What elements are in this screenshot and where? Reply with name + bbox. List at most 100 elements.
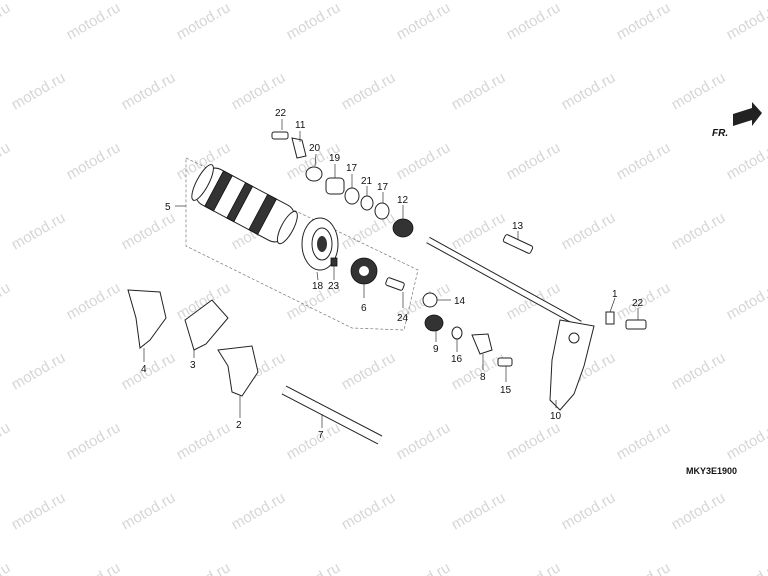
watermark-text: motod.ru (504, 419, 564, 463)
callout-label: 6 (361, 303, 367, 314)
watermark-text: motod.ru (64, 419, 124, 463)
washer-16 (451, 326, 463, 340)
callout-label: 3 (190, 360, 196, 371)
callout-label: 15 (500, 385, 512, 396)
shift-fork-3 (184, 299, 229, 351)
watermark-text: motod.ru (394, 419, 454, 463)
watermark-text: motod.ru (119, 209, 179, 253)
watermark-text: motod.ru (9, 209, 69, 253)
callout-label: 7 (318, 430, 324, 441)
callout-label: 18 (312, 281, 324, 292)
spring-9 (424, 314, 444, 332)
watermark-text: motod.ru (614, 559, 674, 576)
watermark-text: motod.ru (559, 489, 619, 533)
shift-fork-4 (127, 289, 167, 349)
star-plate (350, 257, 378, 285)
watermark-text: motod.ru (504, 0, 564, 43)
watermark-text: motod.ru (9, 489, 69, 533)
watermark-text: motod.ru (724, 0, 768, 43)
ring-17a (344, 187, 360, 205)
watermark-text: motod.ru (724, 279, 768, 323)
watermark-text: motod.ru (504, 139, 564, 183)
watermark-text: motod.ru (174, 0, 234, 43)
watermark-text: motod.ru (504, 559, 564, 576)
spring-12 (392, 218, 414, 238)
front-direction-label: FR. (712, 128, 728, 139)
watermark-text: motod.ru (394, 559, 454, 576)
watermark-text: motod.ru (119, 349, 179, 393)
bearing (301, 217, 339, 271)
callout-label: 13 (512, 221, 524, 232)
watermark-text: motod.ru (229, 69, 289, 113)
bolt-top (271, 131, 289, 140)
shift-fork-2 (217, 345, 259, 397)
watermark-text: motod.ru (724, 139, 768, 183)
watermark-text: motod.ru (449, 209, 509, 253)
callout-label: 1 (612, 289, 618, 300)
callout-label: 17 (346, 163, 358, 174)
watermark-text: motod.ru (614, 279, 674, 323)
shift-drum (191, 164, 298, 245)
bolt-22-right (625, 319, 647, 330)
stopper-plate (291, 137, 307, 159)
watermark-text: motod.ru (174, 419, 234, 463)
callout-label: 23 (328, 281, 340, 292)
callout-label: 16 (451, 354, 463, 365)
watermark-text: motod.ru (559, 69, 619, 113)
plate-8 (471, 333, 493, 355)
shift-shaft (426, 236, 582, 328)
clip-1 (605, 311, 615, 325)
diagram-code: MKY3E1900 (686, 466, 737, 476)
watermark-text: motod.ru (9, 349, 69, 393)
watermark-text: motod.ru (229, 489, 289, 533)
watermark-text: motod.ru (339, 209, 399, 253)
watermark-text: motod.ru (614, 419, 674, 463)
watermark-text: motod.ru (0, 139, 13, 183)
watermark-text: motod.ru (394, 139, 454, 183)
shift-arm-10 (549, 319, 595, 411)
callout-label: 24 (397, 313, 409, 324)
nut-14 (422, 292, 438, 308)
watermark-text: motod.ru (9, 69, 69, 113)
watermark-text: motod.ru (0, 559, 13, 576)
watermark-text: motod.ru (669, 349, 729, 393)
washer-20 (305, 166, 323, 182)
watermark-text: motod.ru (724, 419, 768, 463)
watermark-text: motod.ru (0, 0, 13, 43)
collar-19 (325, 177, 345, 195)
callout-label: 22 (275, 108, 287, 119)
ring-17b (374, 202, 390, 220)
bolt-15 (497, 357, 513, 367)
watermark-text: motod.ru (64, 139, 124, 183)
watermark-text: motod.ru (64, 279, 124, 323)
watermark-text: motod.ru (284, 559, 344, 576)
callout-label: 11 (295, 120, 306, 131)
watermark-text: motod.ru (174, 559, 234, 576)
watermark-text: motod.ru (119, 69, 179, 113)
watermark-text: motod.ru (394, 0, 454, 43)
watermark-text: motod.ru (669, 69, 729, 113)
callout-label: 21 (361, 176, 373, 187)
callout-label: 14 (454, 296, 466, 307)
callout-label: 19 (329, 153, 341, 164)
callout-label: 4 (141, 364, 147, 375)
watermark-text: motod.ru (449, 489, 509, 533)
group-outline-5 (185, 157, 419, 331)
watermark-text: motod.ru (669, 209, 729, 253)
watermark-text: motod.ru (64, 0, 124, 43)
watermark-text: motod.ru (724, 559, 768, 576)
watermark-text: motod.ru (64, 559, 124, 576)
watermark-text: motod.ru (0, 419, 13, 463)
watermark-text: motod.ru (339, 69, 399, 113)
callout-label: 2 (236, 420, 242, 431)
callout-label: 17 (377, 182, 389, 193)
callout-label: 12 (397, 195, 409, 206)
callout-label: 9 (433, 344, 439, 355)
watermark-text: motod.ru (339, 349, 399, 393)
callout-label: 20 (309, 143, 321, 154)
callout-label: 22 (632, 298, 644, 309)
watermark-text: motod.ru (284, 0, 344, 43)
bolt (385, 277, 405, 291)
pin-13 (502, 234, 534, 254)
